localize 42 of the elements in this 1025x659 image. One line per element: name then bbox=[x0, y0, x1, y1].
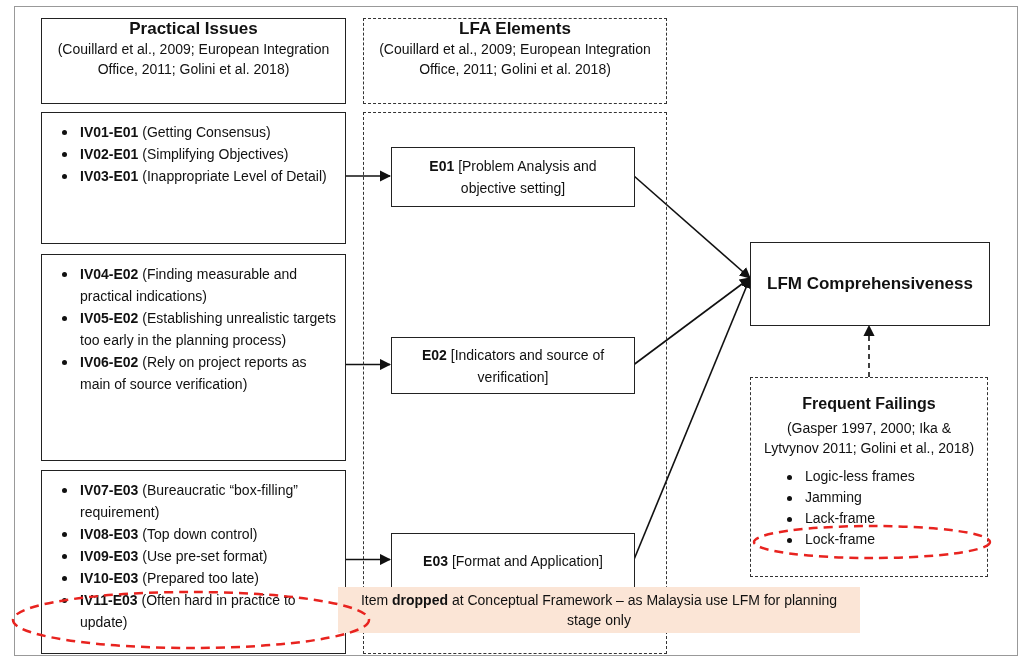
issue-item: IV01-E01 (Getting Consensus) bbox=[80, 124, 271, 140]
failing-item: Lock-frame bbox=[805, 531, 876, 547]
box-heading: LFA Elements bbox=[459, 19, 571, 39]
issue-item: IV03-E01 (Inappropriate Level of Detail) bbox=[80, 168, 327, 184]
issue-box bbox=[41, 470, 346, 654]
issue-item: IV10-E03 (Prepared too late) bbox=[80, 570, 259, 586]
failings-box bbox=[750, 377, 988, 577]
issue-item: IV07-E03 (Bureaucratic “box-filling” requirement) bbox=[80, 482, 298, 520]
arrow bbox=[863, 324, 875, 378]
header-box bbox=[41, 18, 346, 104]
issue-item: IV06-E02 (Rely on project reports as main of source verification) bbox=[80, 354, 307, 392]
element-label: E01 [Problem Analysis and objective setting] bbox=[428, 157, 598, 198]
element-label: E03 [Format and Application] bbox=[423, 551, 603, 571]
failing-item: Jamming bbox=[805, 489, 862, 505]
note-box bbox=[338, 587, 860, 633]
element-box bbox=[391, 147, 635, 207]
issue-item: IV08-E03 (Top down control) bbox=[80, 526, 258, 542]
note-text: Item dropped at Conceptual Framework – as Malaysia use LFM for planning stage only bbox=[359, 591, 839, 630]
box-heading: Practical Issues bbox=[129, 19, 258, 39]
header-box bbox=[363, 18, 667, 104]
arrow bbox=[633, 277, 751, 366]
arrow bbox=[345, 358, 392, 371]
arrow bbox=[633, 175, 751, 279]
issue-box bbox=[41, 112, 346, 244]
issue-item: IV05-E02 (Establishing unrealistic targets too early in the planning process) bbox=[80, 310, 337, 348]
issue-item: IV09-E03 (Use pre-set format) bbox=[80, 548, 268, 564]
element-label: E02 [Indicators and source of verification] bbox=[420, 345, 606, 387]
element-box bbox=[391, 337, 635, 394]
outcome-label: LFM Comprehensiveness bbox=[767, 273, 973, 295]
failing-item: Logic-less frames bbox=[805, 468, 915, 484]
arrow bbox=[345, 170, 392, 182]
issue-item: IV02-E01 (Simplifying Objectives) bbox=[80, 146, 289, 162]
citation-text: (Gasper 1997, 2000; Ika & Lytvynov 2011; Golini et al., 2018) bbox=[762, 419, 976, 458]
outcome-box bbox=[750, 242, 990, 326]
box-heading: Frequent Failings bbox=[802, 394, 936, 414]
citation-text: (Couillard et al., 2009; European Integration Office, 2011; Golini et al. 2018) bbox=[56, 40, 331, 79]
issue-item: IV04-E02 (Finding measurable and practical indications) bbox=[80, 266, 298, 304]
citation-text: (Couillard et al., 2009; European Integration Office, 2011; Golini et al. 2018) bbox=[378, 40, 652, 79]
failing-item: Lack-frame bbox=[805, 510, 876, 526]
issue-box bbox=[41, 254, 346, 461]
arrow bbox=[345, 553, 392, 566]
element-box bbox=[391, 533, 635, 588]
